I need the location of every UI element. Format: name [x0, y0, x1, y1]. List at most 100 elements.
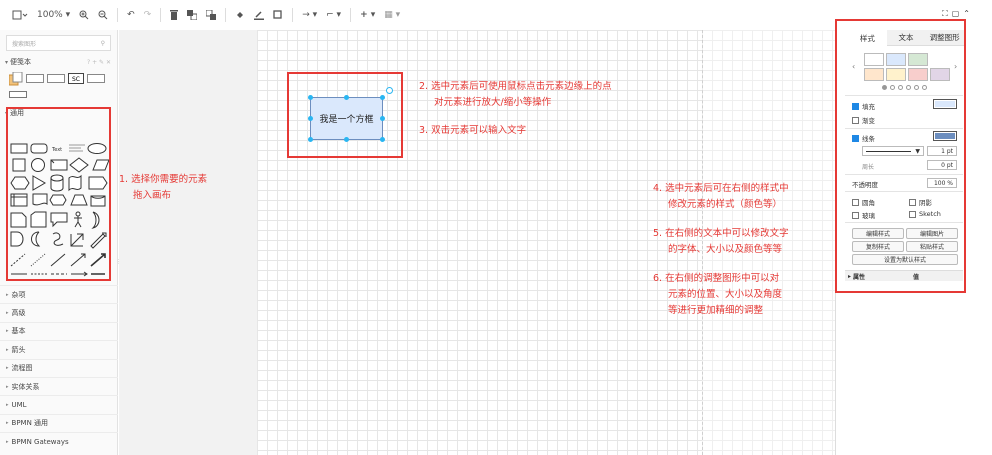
style-swatch[interactable]: [864, 53, 884, 66]
resize-handle[interactable]: [308, 116, 313, 121]
scratch-item[interactable]: SC: [68, 72, 84, 84]
tab-arrange[interactable]: 调整图形: [925, 30, 965, 46]
shape-cylinder[interactable]: [50, 174, 64, 192]
shadow-checkbox[interactable]: [909, 198, 916, 206]
pager-dot[interactable]: [922, 85, 927, 90]
line-checkbox[interactable]: [852, 134, 859, 142]
category-item[interactable]: ▸UML: [0, 395, 118, 413]
shape-tape[interactable]: [68, 174, 82, 192]
scratch-item[interactable]: [9, 72, 23, 86]
pager-dot[interactable]: [882, 85, 887, 90]
line-style-select[interactable]: ▼: [862, 146, 924, 156]
fill-color-button[interactable]: [933, 99, 957, 109]
shape-rounded-rectangle[interactable]: [30, 143, 48, 154]
page-view-icon[interactable]: [12, 10, 28, 20]
connection-icon[interactable]: → ▾: [302, 10, 318, 20]
shape-rectangle[interactable]: [10, 143, 28, 154]
scratch-item[interactable]: [87, 72, 105, 84]
shape-textbox[interactable]: [69, 144, 85, 152]
opacity-input[interactable]: 100 %: [927, 178, 957, 188]
category-item[interactable]: ▸实体关系: [0, 376, 118, 395]
shape-card2[interactable]: [30, 211, 47, 228]
tab-text[interactable]: 文本: [886, 30, 926, 46]
swatch-next-icon[interactable]: ›: [954, 62, 958, 71]
shape-curve[interactable]: [52, 232, 64, 246]
shape-trapezoid[interactable]: [70, 194, 88, 206]
shape-arrow-line[interactable]: [70, 253, 86, 267]
scratchpad-controls-icon[interactable]: ? + ✎ ✕: [87, 58, 111, 66]
to-front-icon[interactable]: [187, 10, 198, 20]
shadow-icon[interactable]: [273, 10, 283, 20]
fill-color-icon[interactable]: [235, 10, 245, 20]
style-swatch[interactable]: [886, 68, 906, 81]
tab-style[interactable]: 样式: [848, 30, 887, 46]
shape-text[interactable]: Text: [51, 147, 62, 153]
category-item[interactable]: ▸箭头: [0, 340, 118, 358]
redo-icon[interactable]: ↷: [143, 10, 152, 20]
pager-dot[interactable]: [906, 85, 911, 90]
edit-style-button[interactable]: 编辑样式: [852, 228, 904, 239]
scratch-item[interactable]: [26, 72, 44, 84]
delete-icon[interactable]: [170, 10, 179, 20]
category-item[interactable]: ▸BPMN 通用: [0, 413, 118, 432]
swatch-prev-icon[interactable]: ‹: [852, 62, 856, 71]
shape-delay[interactable]: [10, 231, 24, 247]
shape-triangle[interactable]: [32, 175, 46, 191]
resize-handle[interactable]: [308, 137, 313, 142]
line-color-icon[interactable]: [254, 10, 265, 20]
shape-parallelogram[interactable]: [92, 159, 109, 171]
canvas-page-next[interactable]: [702, 30, 835, 455]
paste-style-button[interactable]: 粘贴样式: [906, 241, 958, 252]
fill-checkbox[interactable]: [852, 102, 859, 110]
shape-ellipse[interactable]: [87, 143, 107, 154]
shape-document[interactable]: [32, 193, 48, 206]
undo-icon[interactable]: ↶: [127, 10, 135, 20]
shape-crescent[interactable]: [31, 231, 41, 247]
shape-process[interactable]: [50, 159, 68, 171]
selected-rectangle[interactable]: 我是一个方框: [310, 97, 383, 140]
edit-image-button[interactable]: 编辑图片: [906, 228, 958, 239]
category-item[interactable]: ▸基本: [0, 321, 118, 340]
search-input[interactable]: 搜索图形 ⚲: [6, 35, 111, 51]
style-swatch[interactable]: [930, 68, 950, 81]
to-back-icon[interactable]: [206, 10, 217, 20]
category-item[interactable]: ▸流程图: [0, 358, 118, 377]
zoom-out-icon[interactable]: [98, 10, 108, 20]
shape-internal-storage[interactable]: [10, 193, 28, 207]
format-panel-icon[interactable]: ▢: [951, 9, 960, 18]
table-icon[interactable]: ▦ ▾: [384, 10, 401, 20]
gradient-checkbox[interactable]: [852, 116, 859, 124]
collapse-icon[interactable]: ⌃: [963, 9, 970, 18]
pager-dot[interactable]: [890, 85, 895, 90]
shape-hexagon[interactable]: [10, 176, 30, 190]
pager-dot[interactable]: [898, 85, 903, 90]
shape-callout[interactable]: [50, 212, 68, 228]
shape-directional-connector[interactable]: [71, 271, 88, 277]
category-item[interactable]: ▸杂项: [0, 285, 118, 303]
shape-card[interactable]: [90, 195, 106, 207]
shape-dotted-line[interactable]: [30, 253, 46, 267]
shape-step[interactable]: [88, 176, 108, 190]
shape-dashed-line[interactable]: [10, 253, 26, 267]
style-swatch[interactable]: [908, 68, 928, 81]
set-default-style-button[interactable]: 设置为默认样式: [852, 254, 958, 265]
resize-handle[interactable]: [380, 95, 385, 100]
shape-actor[interactable]: [74, 211, 82, 228]
rotate-handle-icon[interactable]: [386, 87, 393, 94]
resize-handle[interactable]: [380, 137, 385, 142]
style-swatch[interactable]: [886, 53, 906, 66]
category-item[interactable]: ▸BPMN Gateways: [0, 432, 118, 450]
perimeter-input[interactable]: 0 pt: [927, 160, 957, 170]
shape-arrow-box[interactable]: [70, 233, 84, 247]
scratch-item[interactable]: [47, 72, 65, 84]
zoom-dropdown[interactable]: 100% ▾: [37, 10, 71, 20]
line-color-button[interactable]: [933, 131, 957, 141]
style-swatch[interactable]: [864, 68, 884, 81]
expand-icon[interactable]: ▸: [848, 272, 852, 280]
sketch-checkbox[interactable]: [909, 210, 916, 218]
category-item[interactable]: ▸高级: [0, 303, 118, 321]
style-swatch[interactable]: [908, 53, 928, 66]
waypoints-icon[interactable]: ⌐ ▾: [326, 10, 342, 20]
shape-diamond[interactable]: [69, 157, 89, 173]
shape-display[interactable]: [49, 194, 67, 206]
